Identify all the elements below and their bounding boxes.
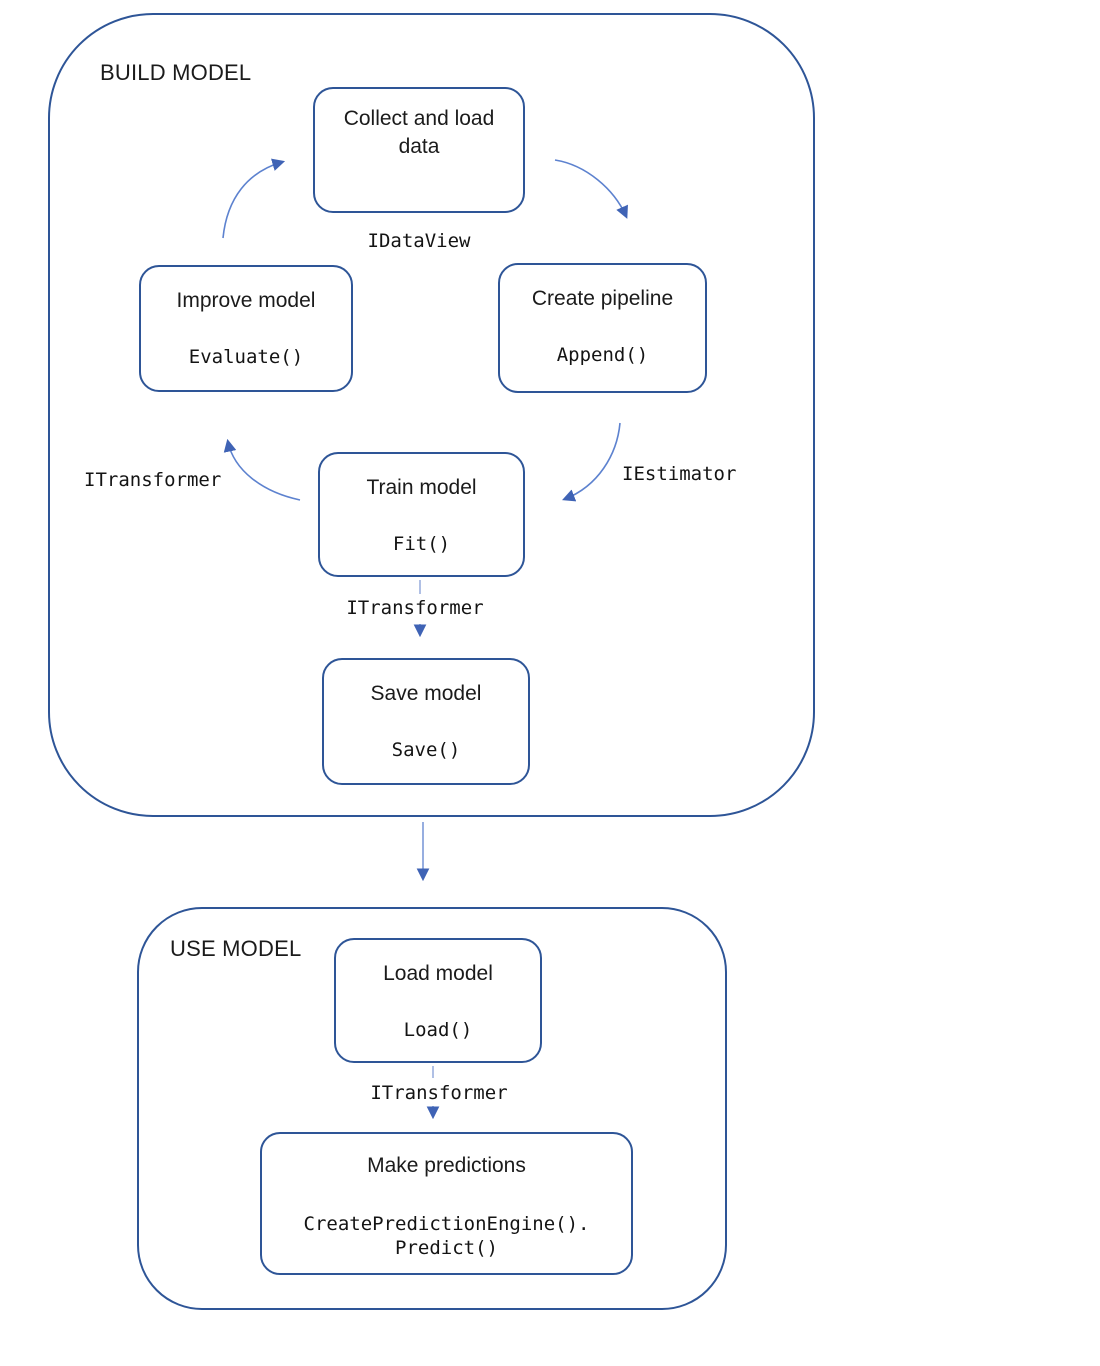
- node-title: Collect and load data: [343, 107, 495, 158]
- node-code: CreatePredictionEngine(). Predict(): [303, 1212, 590, 1260]
- node-code: Evaluate(): [188, 345, 304, 368]
- node-code: Fit(): [392, 532, 451, 555]
- build-model-section: [48, 13, 815, 817]
- node-create-pipeline: Create pipeline Append(): [498, 263, 707, 393]
- edge-label-itransformer-feedback: ITransformer: [84, 469, 222, 491]
- node-title: Create pipeline: [531, 287, 674, 310]
- node-code: Save(): [391, 738, 461, 761]
- node-load-model: Load model Load(): [334, 938, 542, 1063]
- build-model-section-label: BUILD MODEL: [100, 60, 252, 85]
- node-title: Make predictions: [367, 1154, 526, 1177]
- edge-label-iestimator: IEstimator: [622, 463, 737, 485]
- node-make-predictions: Make predictions CreatePredictionEngine(…: [260, 1132, 633, 1275]
- node-code: Append(): [556, 343, 649, 366]
- node-save-model: Save model Save(): [322, 658, 530, 785]
- node-code: Load(): [403, 1018, 473, 1041]
- use-model-section: [137, 907, 727, 1310]
- node-title: Train model: [366, 476, 477, 499]
- node-train-model: Train model Fit(): [318, 452, 525, 577]
- edge-label-itransformer-to-save: ITransformer: [346, 597, 484, 619]
- use-model-section-label: USE MODEL: [170, 936, 302, 961]
- edge-label-idataview: IDataView: [367, 230, 471, 252]
- node-title: Load model: [383, 962, 493, 985]
- node-title: Save model: [370, 682, 482, 705]
- edge-label-itransformer-to-predict: ITransformer: [370, 1082, 508, 1104]
- node-improve-model: Improve model Evaluate(): [139, 265, 353, 392]
- node-collect-and-load-data: Collect and load data: [313, 87, 525, 213]
- node-title: Improve model: [176, 289, 316, 312]
